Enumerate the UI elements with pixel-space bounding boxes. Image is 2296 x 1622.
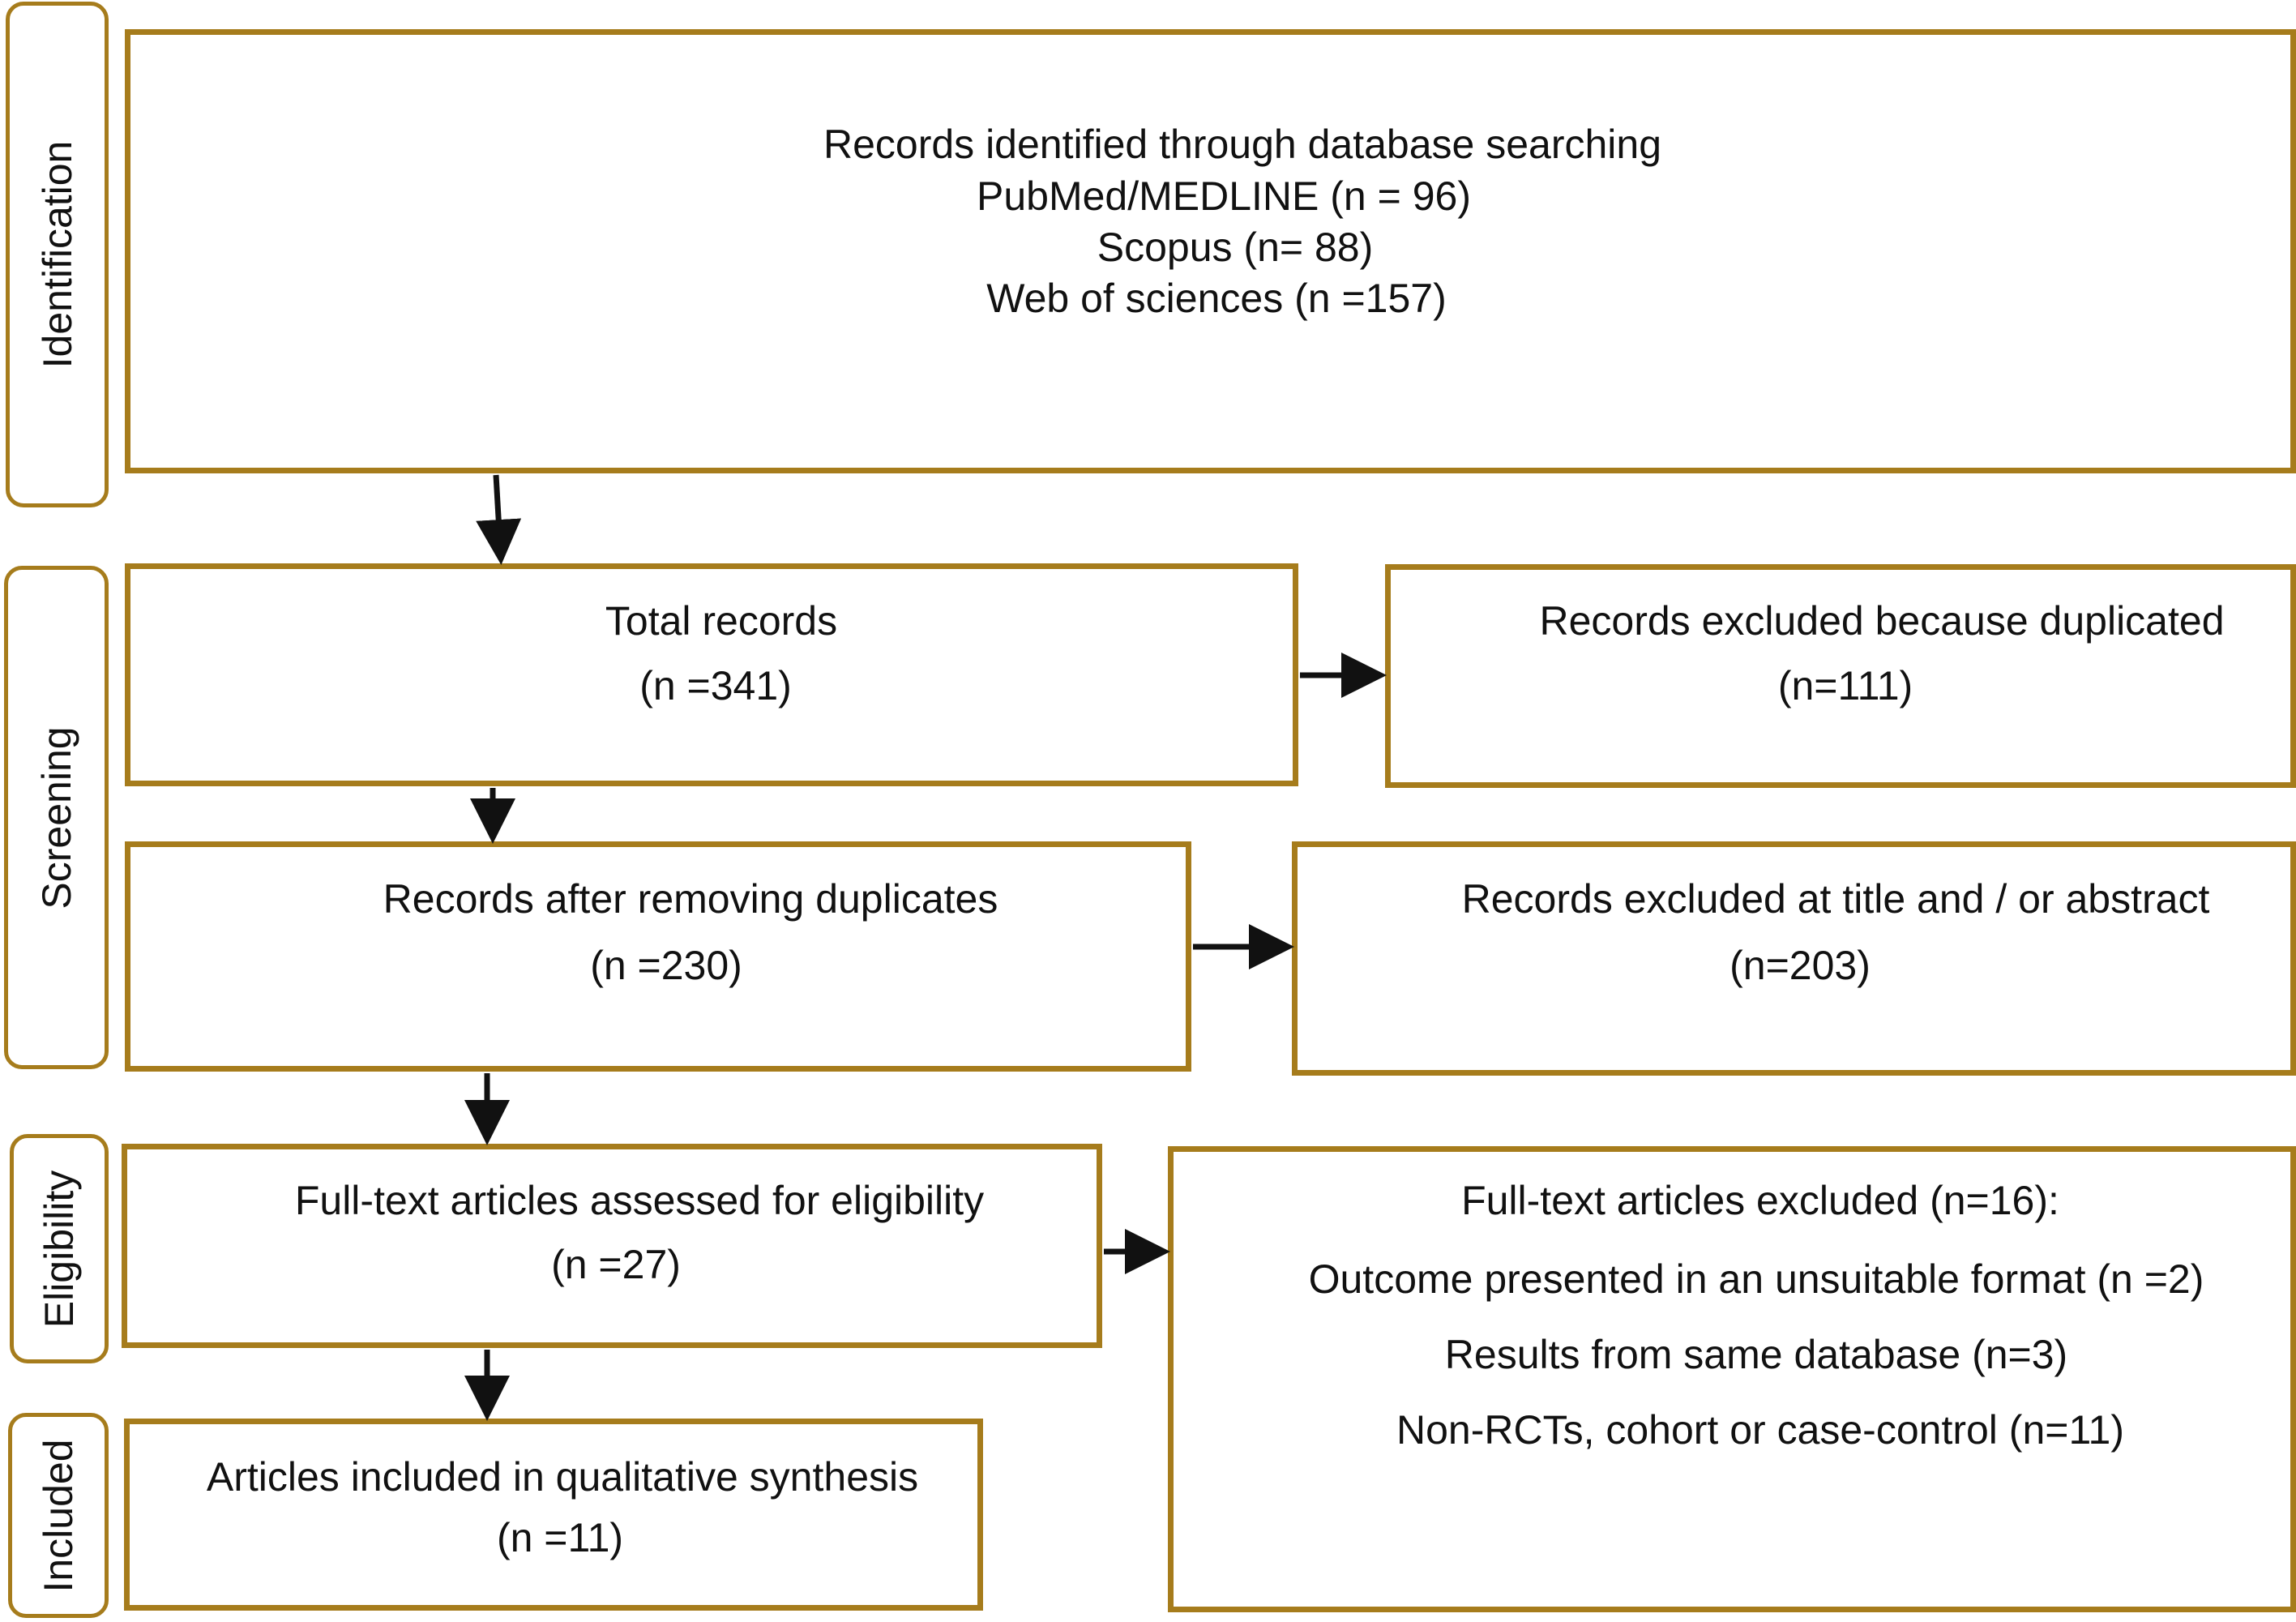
fulltext-excluded-box xyxy=(1168,1146,2296,1612)
included-title: Articles included in qualitative synthes… xyxy=(206,1454,919,1500)
fulltext-excluded-reason: Results from same database (n=3) xyxy=(1444,1332,2068,1377)
identified-wos: Web of sciences (n =157) xyxy=(986,276,1447,321)
identified-title: Records identified through database sear… xyxy=(823,122,1662,167)
identified-scopus: Scopus (n= 88) xyxy=(1097,225,1374,270)
fulltext-assessed-count: (n =27) xyxy=(551,1242,681,1287)
included-box xyxy=(124,1419,983,1611)
after-duplicates-box xyxy=(125,841,1191,1072)
phase-eligibility: Eligibility xyxy=(10,1134,109,1363)
title-abstract-excluded-count: (n=203) xyxy=(1729,943,1871,988)
duplicates-excluded-box xyxy=(1385,564,2296,788)
fulltext-assessed-title: Full-text articles assessed for eligibil… xyxy=(294,1178,985,1223)
after-duplicates-count: (n =230) xyxy=(590,943,742,988)
duplicates-excluded-count: (n=111) xyxy=(1777,663,1913,708)
phase-included: Included xyxy=(8,1413,109,1618)
total-records-count: (n =341) xyxy=(639,663,792,708)
title-abstract-excluded-title: Records excluded at title and / or abstr… xyxy=(1461,876,2210,922)
total-records-box xyxy=(125,563,1298,786)
fulltext-assessed-box xyxy=(122,1144,1102,1348)
title-abstract-excluded-box xyxy=(1292,841,2296,1076)
fulltext-excluded-reason: Non-RCTs, cohort or case-control (n=11) xyxy=(1396,1407,2125,1453)
fulltext-excluded-reason: Outcome presented in an unsuitable forma… xyxy=(1308,1256,2204,1302)
arrow-identified-to-total xyxy=(476,474,522,565)
fulltext-excluded-title: Full-text articles excluded (n=16): xyxy=(1461,1178,2059,1223)
duplicates-excluded-title: Records excluded because duplicated xyxy=(1539,598,2225,644)
total-records-title: Total records xyxy=(605,598,838,644)
phase-identification: Identification xyxy=(6,2,109,507)
identified-records-box xyxy=(125,29,2296,473)
phase-screening: Screening xyxy=(4,566,109,1069)
after-duplicates-title: Records after removing duplicates xyxy=(383,876,998,922)
included-count: (n =11) xyxy=(496,1515,624,1560)
identified-pubmed: PubMed/MEDLINE (n = 96) xyxy=(977,173,1471,219)
